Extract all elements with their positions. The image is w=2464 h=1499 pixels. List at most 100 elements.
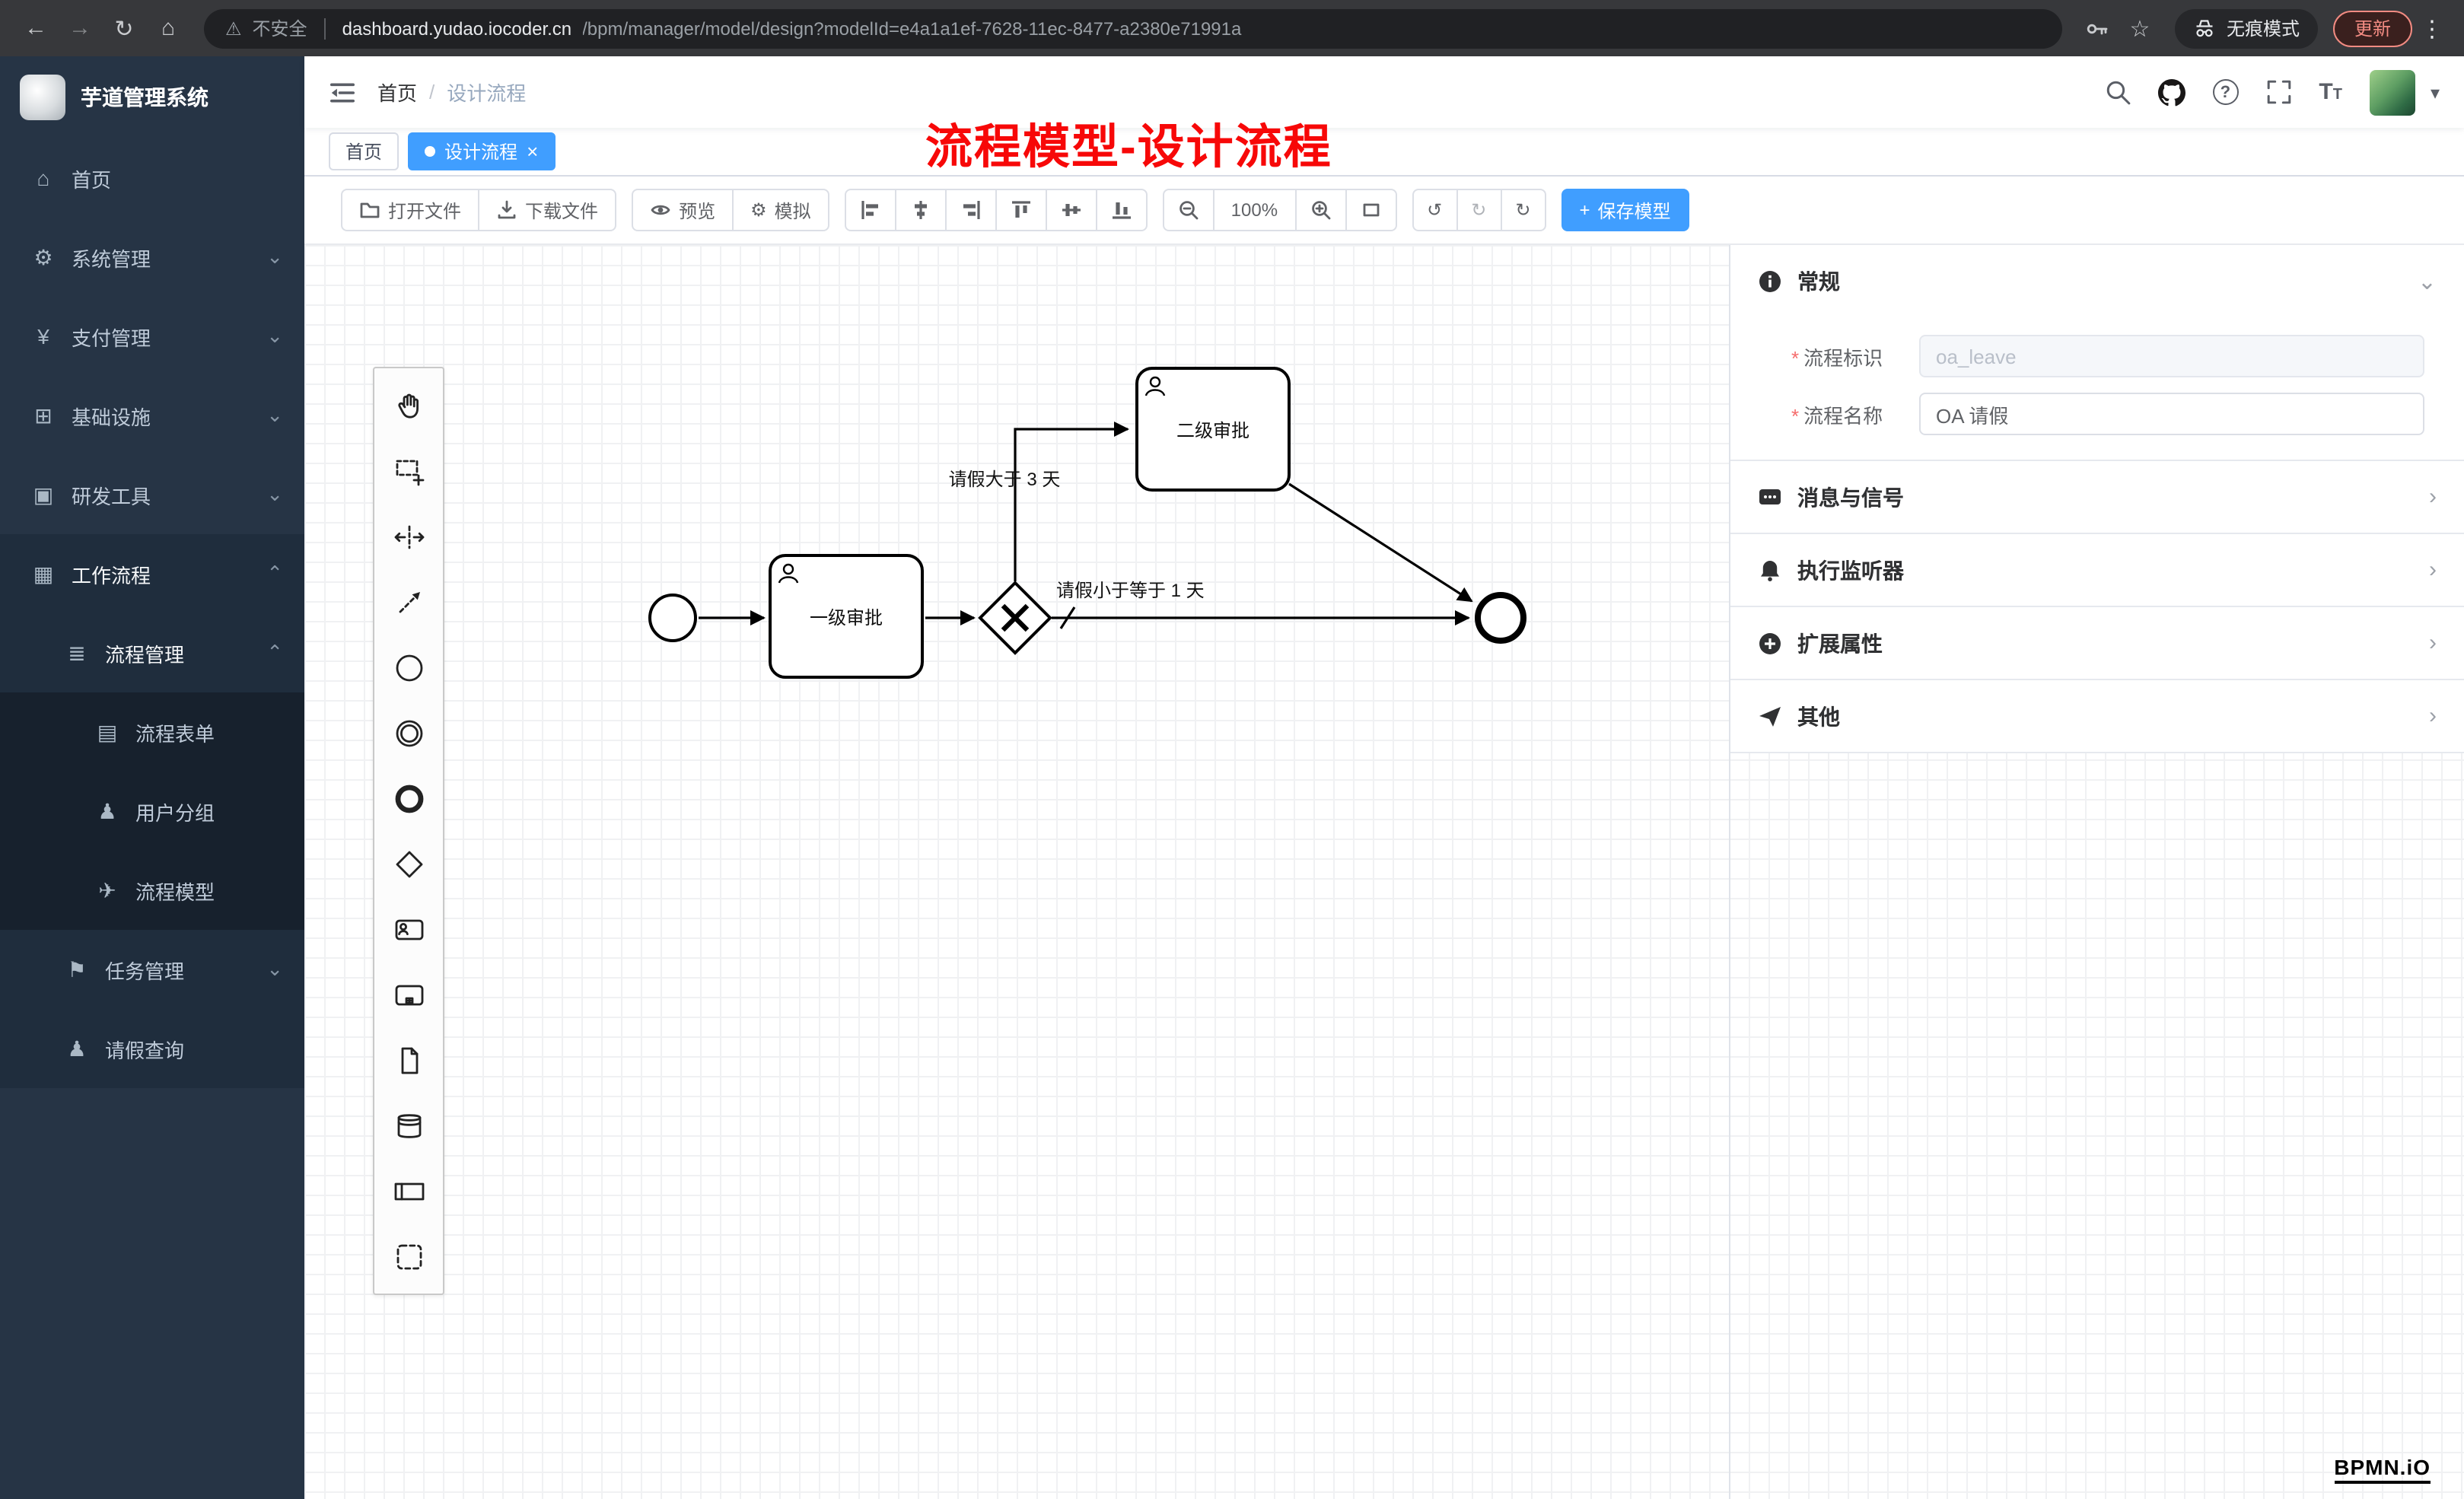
chevron-right-icon: ›	[2429, 703, 2437, 729]
zoom-in-button[interactable]	[1294, 189, 1347, 231]
align-center-horizontal-button[interactable]	[894, 189, 947, 231]
section-execution-listener-header[interactable]: 执行监听器 ›	[1730, 534, 2464, 606]
hand-tool[interactable]	[374, 373, 443, 438]
sidebar-item-task-management[interactable]: ⚑ 任务管理 ⌄	[0, 930, 304, 1009]
global-connect-tool[interactable]	[374, 569, 443, 635]
bpmn-canvas[interactable]: 请假大于 3 天 请假小于等于 1 天 一级审批	[304, 243, 2464, 1499]
browser-update-button[interactable]: 更新	[2332, 10, 2412, 46]
zoom-reset-button[interactable]	[1345, 189, 1397, 231]
align-left-button[interactable]	[844, 189, 896, 231]
create-data-object[interactable]	[374, 1027, 443, 1093]
url-path: /bpm/manager/model/design?modelId=e4a1a1…	[582, 18, 1242, 39]
active-dot-icon	[425, 146, 436, 157]
breadcrumb-current: 设计流程	[447, 82, 527, 105]
bookmark-star-icon[interactable]: ☆	[2129, 16, 2150, 42]
logo-avatar	[20, 75, 65, 120]
flow-condition-label[interactable]: 请假大于 3 天	[949, 469, 1061, 490]
align-top-button[interactable]	[995, 189, 1047, 231]
section-other-header[interactable]: 其他 ›	[1730, 680, 2464, 752]
sidebar-item-infrastructure[interactable]: ⊞ 基础设施 ⌄	[0, 376, 304, 455]
section-general-header[interactable]: 常规 ⌄	[1730, 245, 2464, 317]
task-node-level2-approval[interactable]: 二级审批	[1135, 367, 1291, 492]
close-icon[interactable]: ×	[527, 140, 539, 163]
simulate-button[interactable]: ⚙ 模拟	[732, 189, 829, 231]
sidebar-item-system[interactable]: ⚙ 系统管理 ⌄	[0, 218, 304, 297]
browser-reload-button[interactable]: ↻	[114, 16, 134, 42]
breadcrumb-home[interactable]: 首页	[377, 82, 418, 105]
tag-tab-home[interactable]: 首页	[329, 132, 400, 170]
undo-icon: ↺	[1427, 199, 1443, 221]
password-key-icon[interactable]	[2077, 8, 2117, 48]
undo-button[interactable]: ↺	[1412, 189, 1458, 231]
sidebar-item-user-group[interactable]: ♟ 用户分组	[0, 772, 304, 851]
avatar[interactable]	[2369, 69, 2415, 115]
create-pool[interactable]	[374, 1158, 443, 1224]
lasso-tool[interactable]	[374, 438, 443, 504]
font-size-button[interactable]: TT	[2319, 79, 2342, 105]
browser-back-button[interactable]: ←	[24, 15, 47, 41]
create-intermediate-event[interactable]	[374, 700, 443, 765]
browser-menu-dots[interactable]: ⋮	[2421, 16, 2443, 42]
browser-home-button[interactable]: ⌂	[161, 15, 176, 41]
caret-down-icon[interactable]: ▾	[2430, 81, 2440, 103]
flow-task2-to-end[interactable]	[1288, 482, 1473, 603]
preview-button[interactable]: 预览	[632, 189, 734, 231]
align-middle-vertical-button[interactable]	[1045, 189, 1097, 231]
exclusive-gateway-node[interactable]	[978, 581, 1052, 655]
document-icon: ▤	[97, 719, 118, 743]
zoom-out-icon	[1179, 201, 1199, 220]
flow-condition-label[interactable]: 请假小于等于 1 天	[1056, 581, 1205, 601]
create-end-event[interactable]	[374, 765, 443, 831]
github-link[interactable]	[2157, 78, 2185, 106]
flow-gateway-to-task2[interactable]	[1014, 422, 1129, 581]
section-extended-attributes-header[interactable]: 扩展属性 ›	[1730, 607, 2464, 679]
restart-button[interactable]: ↻	[1500, 189, 1546, 231]
connect-icon	[398, 591, 419, 613]
chevron-down-icon: ⌄	[266, 324, 283, 347]
sidebar-collapse-button[interactable]	[329, 80, 356, 104]
bpmn-io-watermark[interactable]: BPMN.iO	[2334, 1455, 2431, 1484]
sidebar-item-payment[interactable]: ¥ 支付管理 ⌄	[0, 297, 304, 376]
create-gateway[interactable]	[374, 831, 443, 896]
end-event-node[interactable]	[1475, 592, 1526, 644]
create-user-task[interactable]	[374, 896, 443, 962]
section-message-signal-header[interactable]: 消息与信号 ›	[1730, 461, 2464, 533]
align-bottom-button[interactable]	[1095, 189, 1148, 231]
omnibox-divider	[323, 18, 326, 39]
sidebar-item-workflow[interactable]: ▦ 工作流程 ⌃	[0, 534, 304, 613]
sidebar-item-leave-query[interactable]: ♟ 请假查询	[0, 1009, 304, 1088]
create-subprocess[interactable]	[374, 962, 443, 1027]
fullscreen-button[interactable]	[2265, 79, 2291, 105]
save-model-button[interactable]: + 保存模型	[1561, 189, 1689, 231]
url-host: dashboard.yudao.iocoder.cn	[342, 18, 572, 39]
align-right-button[interactable]	[944, 189, 997, 231]
help-button[interactable]: ?	[2212, 79, 2239, 105]
search-button[interactable]	[2104, 79, 2130, 105]
sidebar-item-process-form[interactable]: ▤ 流程表单	[0, 692, 304, 772]
browser-forward-button[interactable]: →	[68, 15, 91, 41]
start-event-node[interactable]	[648, 594, 697, 642]
process-name-input[interactable]	[1919, 393, 2424, 435]
zoom-out-button[interactable]	[1162, 189, 1214, 231]
sidebar-item-home[interactable]: ⌂ 首页	[0, 138, 304, 218]
create-data-store[interactable]	[374, 1093, 443, 1158]
sidebar-item-devtools[interactable]: ▣ 研发工具 ⌄	[0, 455, 304, 534]
chevron-down-icon: ⌄	[266, 957, 283, 980]
create-start-event[interactable]	[374, 635, 443, 700]
process-key-input	[1919, 335, 2424, 377]
sidebar-submenu-workflow: ▦ 工作流程 ⌃ ≣ 流程管理 ⌃ ▤ 流程表单 ♟ 用户分组	[0, 534, 304, 1088]
open-file-button[interactable]: 打开文件	[341, 189, 480, 231]
address-bar[interactable]: ⚠ 不安全 dashboard.yudao.iocoder.cn/bpm/man…	[204, 8, 2062, 48]
sidebar-item-process-model[interactable]: ✈ 流程模型	[0, 851, 304, 930]
space-tool[interactable]	[374, 504, 443, 569]
sidebar-item-label: 任务管理	[105, 960, 185, 982]
tag-tab-design[interactable]: 设计流程 ×	[408, 132, 556, 170]
task-node-level1-approval[interactable]: 一级审批	[769, 554, 924, 679]
redo-button[interactable]: ↻	[1456, 189, 1502, 231]
github-icon	[2157, 78, 2185, 106]
sidebar-item-process-management[interactable]: ≣ 流程管理 ⌃	[0, 613, 304, 692]
download-file-button[interactable]: 下载文件	[478, 189, 617, 231]
create-group[interactable]	[374, 1224, 443, 1289]
zoom-button-group: 100%	[1162, 189, 1397, 231]
